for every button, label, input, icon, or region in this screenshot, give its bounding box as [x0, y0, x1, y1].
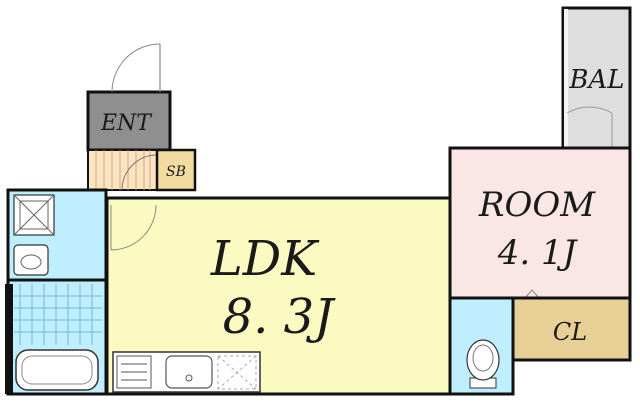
closet — [511, 296, 632, 362]
ldk-label: LDK — [210, 231, 320, 287]
shoe-box-label: SB — [166, 164, 186, 180]
entrance — [86, 90, 172, 152]
bathroom-tiles — [14, 284, 102, 345]
entrance-label: ENT — [100, 111, 153, 136]
entry-door-swing — [111, 43, 161, 93]
entrance-floor-planks — [95, 150, 151, 190]
balcony — [561, 6, 632, 150]
balcony-door-swing — [566, 106, 613, 114]
fridge-space — [217, 355, 257, 390]
balcony-rail — [564, 9, 568, 147]
stove — [116, 355, 152, 389]
bathtub — [15, 349, 99, 391]
closet-label: CL — [553, 318, 587, 346]
toilet-bowl — [466, 339, 500, 381]
kitchen-sink — [165, 355, 213, 389]
shoe-box — [155, 148, 197, 192]
room-label: ROOM — [478, 185, 596, 225]
room-size: 4. 1J — [497, 233, 579, 273]
room-door-swing — [524, 289, 540, 299]
ldk-door-swing — [110, 204, 157, 251]
wash-basin — [13, 244, 49, 276]
ldk-size: 8. 3J — [223, 289, 337, 345]
inner-door-swing — [121, 154, 158, 191]
balcony-label: BAL — [568, 65, 624, 95]
